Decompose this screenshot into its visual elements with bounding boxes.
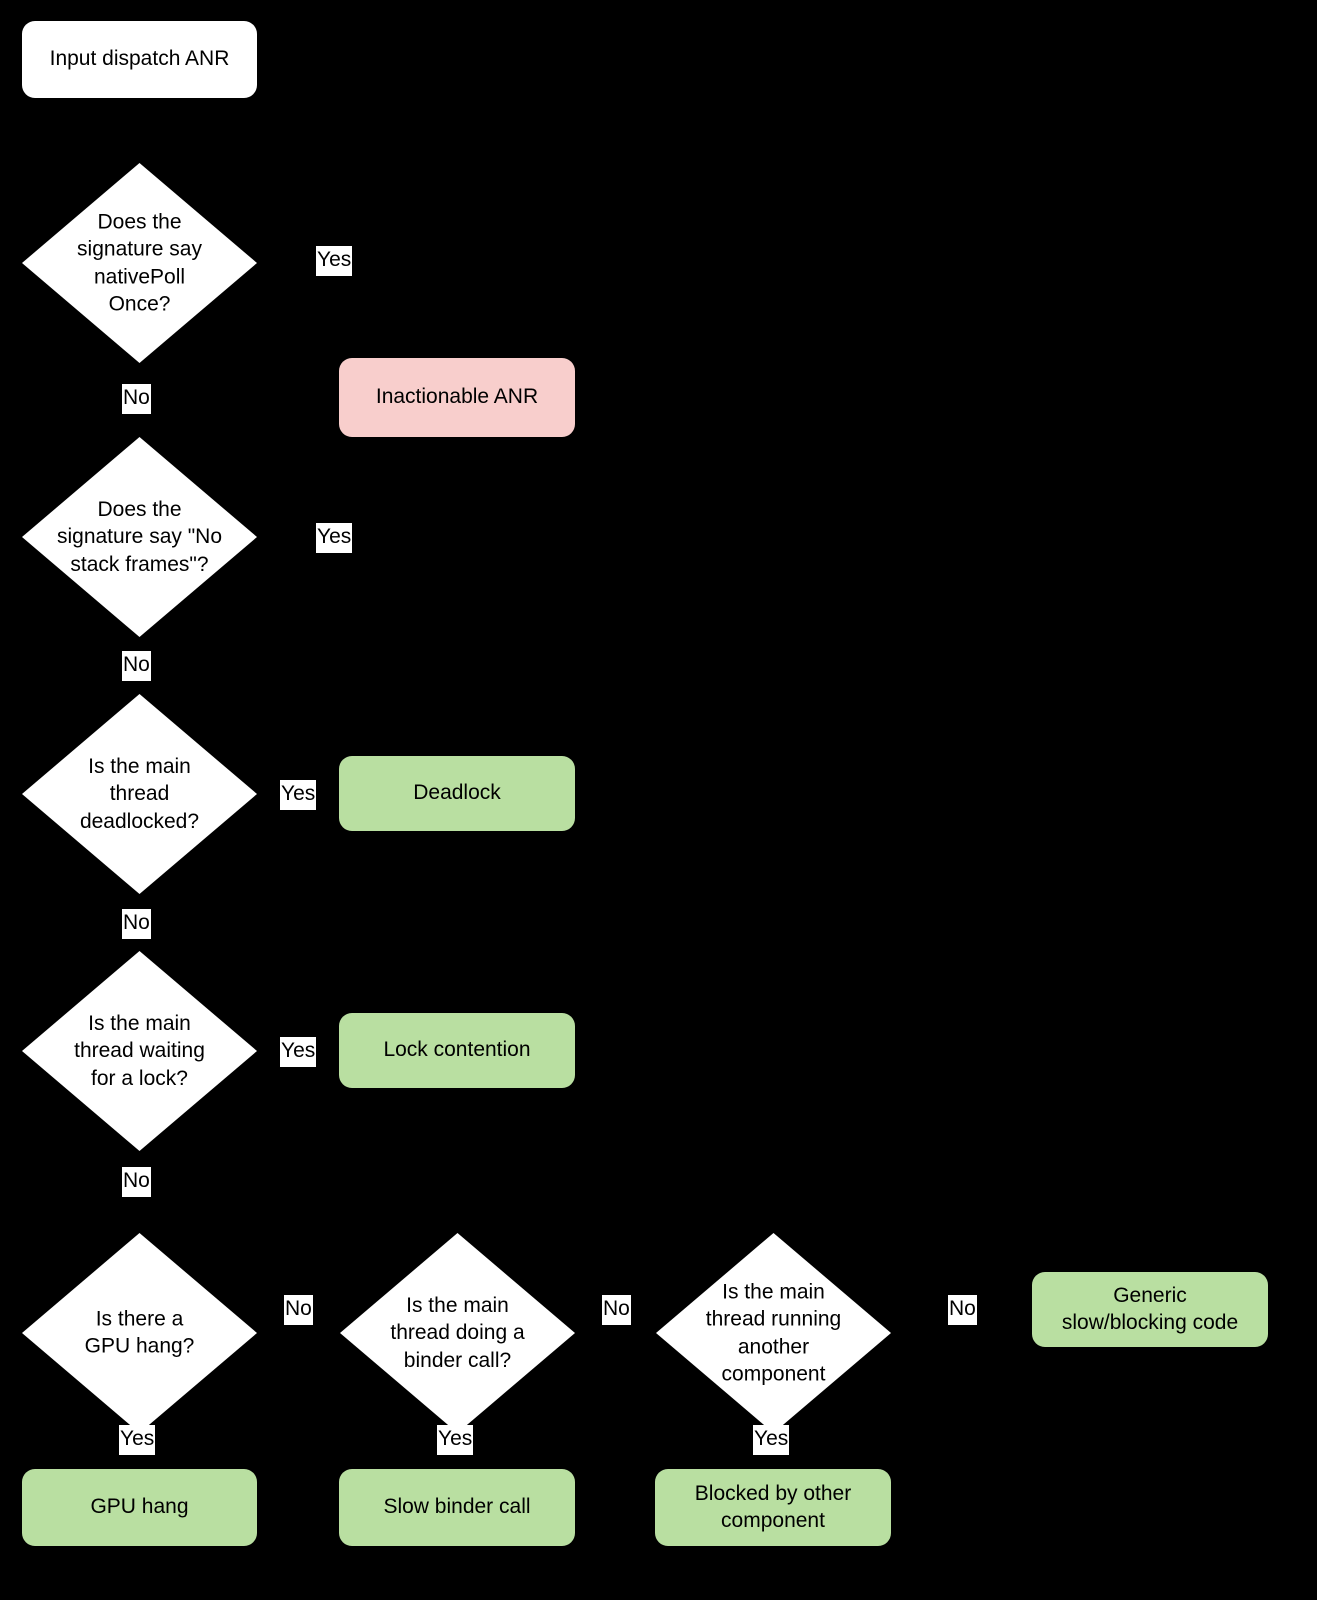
diamond-shape [22,951,257,1151]
edge-label-yes-deadlocked: Yes [280,780,317,810]
node-is-main-thread-running-another-component[interactable]: Is the main thread running another compo… [656,1233,891,1433]
edge-deadlocked-no [138,908,140,974]
diamond-shape [22,694,257,894]
edge-label-no-waiting-lock: No [122,1167,151,1197]
node-is-main-thread-waiting-for-a-lock[interactable]: Is the main thread waiting for a lock? [22,951,257,1151]
edge-label-no-gpu-hang: No [284,1295,313,1325]
node-lock-contention[interactable]: Lock contention [339,1013,575,1088]
edge-label-yes-nostackframes: Yes [316,523,353,553]
diamond-shape [22,163,257,363]
node-does-signature-say-no-stack-frames[interactable]: Does the signature say "No stack frames"… [22,437,257,637]
node-deadlock[interactable]: Deadlock [339,756,575,831]
edge-label-yes-waiting-lock: Yes [280,1037,317,1067]
edge-label-yes-other-component: Yes [753,1425,790,1455]
node-inactionable-anr[interactable]: Inactionable ANR [339,358,575,437]
edge-nostackframes-yes [257,536,457,538]
edge-label-no-other-component: No [948,1295,977,1325]
node-is-main-thread-deadlocked[interactable]: Is the main thread deadlocked? [22,694,257,894]
edge-nostackframes-yes-up [456,438,458,536]
edge-othercomponent-no [912,1332,1054,1334]
edge-nativepoll-yes [257,262,457,264]
edge-nativepoll-yes-down [456,262,458,357]
edge-bindercall-no [586,1332,673,1334]
node-does-signature-say-nativepollonce[interactable]: Does the signature say nativePoll Once? [22,163,257,363]
node-gpu-hang[interactable]: GPU hang [22,1469,257,1546]
edge-label-no-nostackframes: No [122,651,151,681]
node-blocked-by-other-component[interactable]: Blocked by other component [655,1469,891,1546]
edge-label-yes-gpu-hang: Yes [119,1425,156,1455]
node-is-there-a-gpu-hang[interactable]: Is there a GPU hang? [22,1233,257,1433]
node-input-dispatch-anr[interactable]: Input dispatch ANR [22,21,257,98]
diamond-shape [22,437,257,637]
node-generic-slow-blocking-code[interactable]: Generic slow/blocking code [1032,1272,1268,1347]
node-slow-binder-call[interactable]: Slow binder call [339,1469,575,1546]
edge-start-to-nativepoll [138,98,140,163]
edge-label-yes-binder-call: Yes [437,1425,474,1455]
node-is-main-thread-doing-a-binder-call[interactable]: Is the main thread doing a binder call? [340,1233,575,1433]
diamond-shape [656,1233,891,1433]
edge-waitinglock-no [138,1170,140,1234]
edge-label-no-deadlocked: No [122,909,151,939]
edge-label-no-nativepoll: No [122,384,151,414]
diamond-shape [22,1233,257,1433]
diamond-shape [340,1233,575,1433]
edge-label-yes-nativepoll: Yes [316,246,353,276]
edge-label-no-binder-call: No [602,1295,631,1325]
edge-gpuhang-no [257,1332,346,1334]
